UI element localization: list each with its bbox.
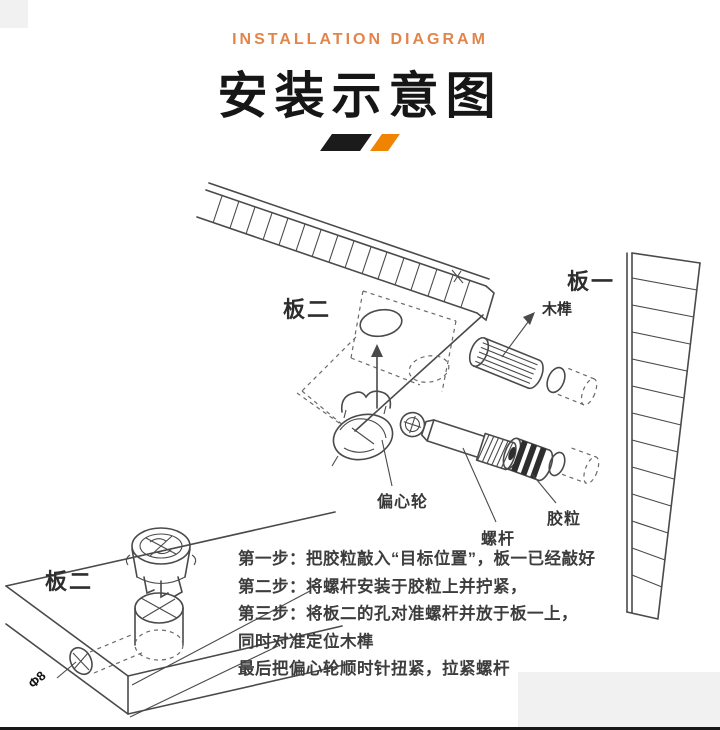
leader-lines bbox=[381, 312, 557, 523]
up-arrow bbox=[371, 344, 383, 409]
label-plug: 胶粒 bbox=[547, 511, 582, 528]
bottom-bar bbox=[0, 727, 720, 730]
screw-drawing bbox=[399, 411, 517, 471]
label-cam: 偏心轮 bbox=[377, 494, 429, 511]
label-dowel: 木榫 bbox=[542, 301, 573, 318]
step-line-1: 第一步：把胶粒敲入“目标位置”，板一已经敲好 bbox=[238, 550, 596, 568]
title-decoration bbox=[0, 134, 720, 151]
plug-drawing bbox=[502, 437, 600, 485]
right-board-drawing bbox=[626, 252, 701, 620]
watermark-block bbox=[518, 672, 720, 727]
black-parallelogram bbox=[320, 134, 372, 151]
label-board2-bottom: 板二 bbox=[45, 569, 94, 594]
page-title: 安装示意图 bbox=[217, 68, 503, 124]
dowel-drawing bbox=[468, 336, 598, 406]
top-board-drawing bbox=[196, 182, 495, 432]
cam-side-drawing bbox=[331, 390, 394, 467]
cam-top-drawing bbox=[125, 527, 197, 599]
bottom-board-drawing bbox=[5, 511, 349, 718]
orange-parallelogram bbox=[370, 134, 400, 151]
label-screw: 螺杆 bbox=[481, 531, 516, 548]
installation-steps: 第一步：把胶粒敲入“目标位置”，板一已经敲好 第二步：将螺杆安装于胶粒上并拧紧，… bbox=[238, 546, 638, 684]
step-line-3: 第三步：将板二的孔对准螺杆并放于板一上， bbox=[238, 605, 578, 623]
step-line-4: 同时对准定位木榫 bbox=[238, 632, 374, 651]
subtitle-installation-diagram: INSTALLATION DIAGRAM bbox=[232, 31, 488, 48]
step-line-2: 第二步：将螺杆安装于胶粒上并拧紧， bbox=[238, 577, 527, 596]
label-board1: 板一 bbox=[567, 269, 616, 294]
scan-corner-block bbox=[0, 0, 28, 28]
label-board2-top: 板二 bbox=[283, 297, 332, 322]
step-line-5: 最后把偏心轮顺时针扭紧，拉紧螺杆 bbox=[238, 660, 510, 678]
